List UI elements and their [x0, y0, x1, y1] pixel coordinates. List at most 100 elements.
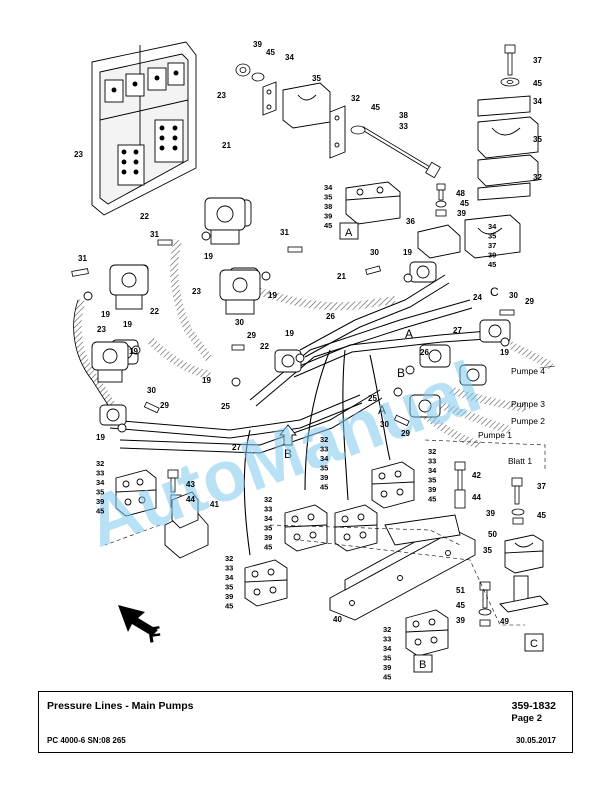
callout-c35a: 35 [312, 74, 321, 83]
callout-c29b: 29 [525, 297, 534, 306]
callout-c40a: 40 [333, 615, 342, 624]
clamp-halves-top [262, 81, 539, 201]
stack_right-item: 35 [488, 232, 496, 241]
stack_lower-item: 35 [225, 583, 233, 592]
stack_mid2-item: 35 [320, 464, 328, 473]
stack_mid3-item: 45 [428, 495, 436, 504]
stack_a-item: 39 [324, 212, 332, 221]
callout-c38a: 38 [399, 111, 408, 120]
clamp-blocks [115, 461, 544, 657]
stack_a-item: 35 [324, 193, 332, 202]
stack_left-item: 45 [96, 507, 104, 516]
stack_lower-item: 33 [225, 564, 233, 573]
stack_lower-item: 32 [225, 554, 233, 563]
stack_a-item: 34 [324, 183, 333, 192]
callout-c37a: 37 [533, 56, 542, 65]
stack_mid2-item: 34 [320, 454, 329, 463]
stack_mid1-item: 33 [264, 505, 272, 514]
callout-c33a: 33 [399, 122, 408, 131]
callout-c44a: 44 [186, 495, 195, 504]
callout-c19j: 19 [96, 433, 105, 442]
stack_mid1-item: 45 [264, 543, 272, 552]
callout-c49a: 49 [500, 617, 509, 626]
callout-c29a: 29 [247, 331, 256, 340]
callout-c35c: 35 [483, 546, 492, 555]
callout-c24a: 24 [473, 293, 482, 302]
callout-c21b: 21 [337, 272, 346, 281]
callout-c21a: 21 [222, 141, 231, 150]
stack_b-item: 33 [383, 635, 391, 644]
stack_mid3-item: 35 [428, 476, 436, 485]
callout-c37b: 37 [537, 482, 546, 491]
washers-nuts [170, 63, 525, 627]
page-number: Page 2 [511, 713, 542, 724]
callout-c50a: 50 [488, 530, 497, 539]
callout-c48a: 48 [456, 189, 465, 198]
stack_mid3-item: 33 [428, 457, 436, 466]
pump-4-label: Pumpe 4 [511, 366, 545, 376]
callout-c43a: 43 [186, 480, 195, 489]
callout-c30e: 30 [380, 420, 389, 429]
callout-c30d: 30 [147, 386, 156, 395]
stack_mid2-item: 32 [320, 435, 328, 444]
mount-49 [499, 575, 549, 613]
callout-c45f: 45 [456, 601, 465, 610]
stack_lower-item: 39 [225, 592, 233, 601]
stack_right-item: 45 [488, 260, 496, 269]
valve-manifold-block [91, 41, 197, 216]
drawing-title: Pressure Lines - Main Pumps [47, 700, 194, 712]
pump-leader-lines [524, 365, 556, 410]
stack_mid1-item: 32 [264, 495, 272, 504]
parts-diagram: A [71, 40, 556, 682]
stack_left-item: 39 [96, 497, 104, 506]
callout-c45c: 45 [533, 79, 542, 88]
callout-c19a: 19 [204, 252, 213, 261]
callout-c19h: 19 [129, 347, 138, 356]
machine-model: PC 4000-6 SN:08 265 [47, 736, 126, 745]
callout-c19d: 19 [101, 310, 110, 319]
front-direction-label: F [146, 621, 163, 648]
stack_left-item: 34 [96, 478, 105, 487]
callout-c23a: 23 [217, 91, 226, 100]
section-marker-b: B [397, 366, 405, 380]
bracket-41 [164, 491, 209, 559]
pump-1-label: Pumpe 1 [478, 430, 512, 440]
callout-c45a: 45 [266, 48, 275, 57]
callout-c26b: 26 [420, 348, 429, 357]
stack_mid2-item: 45 [320, 483, 328, 492]
callout-c31b: 31 [78, 254, 87, 263]
stack_mid1-item: 34 [264, 514, 273, 523]
callout-c19b: 19 [403, 248, 412, 257]
callout-c26a: 26 [326, 312, 335, 321]
callout-c23c: 23 [192, 287, 201, 296]
callout-c39d: 39 [456, 616, 465, 625]
stack_mid3-item: 32 [428, 447, 436, 456]
callout-c27a: 27 [453, 326, 462, 335]
stack_lower-item: 45 [225, 602, 233, 611]
callout-c45e: 45 [537, 511, 546, 520]
bracket-36 [417, 214, 521, 259]
callout-c25a: 25 [368, 394, 377, 403]
callout-c32a: 32 [351, 94, 360, 103]
detail-box-a-label: A [345, 227, 353, 239]
stack_b-item: 34 [383, 644, 392, 653]
stack_b-item: 39 [383, 663, 391, 672]
stack_right-item: 37 [488, 241, 496, 250]
stack_left-item: 35 [96, 488, 104, 497]
pump-heads [91, 197, 261, 383]
callout-numbers: 3945343532453833374534353248453936232321… [74, 40, 546, 626]
stack_mid1-item: 35 [264, 524, 272, 533]
callout-c36a: 36 [406, 217, 415, 226]
callout-c29d: 29 [401, 429, 410, 438]
callout-c31a: 31 [150, 230, 159, 239]
stack_b-item: 45 [383, 673, 391, 682]
callout-c34b: 34 [533, 97, 542, 106]
drawing-date: 30.05.2017 [515, 736, 556, 745]
callout-c30a: 30 [370, 248, 379, 257]
stack_mid2-item: 33 [320, 445, 328, 454]
hose-lines [73, 238, 554, 449]
callout-c30c: 30 [509, 291, 518, 300]
callout-c39c: 39 [486, 509, 495, 518]
callout-c41a: 41 [210, 500, 219, 509]
